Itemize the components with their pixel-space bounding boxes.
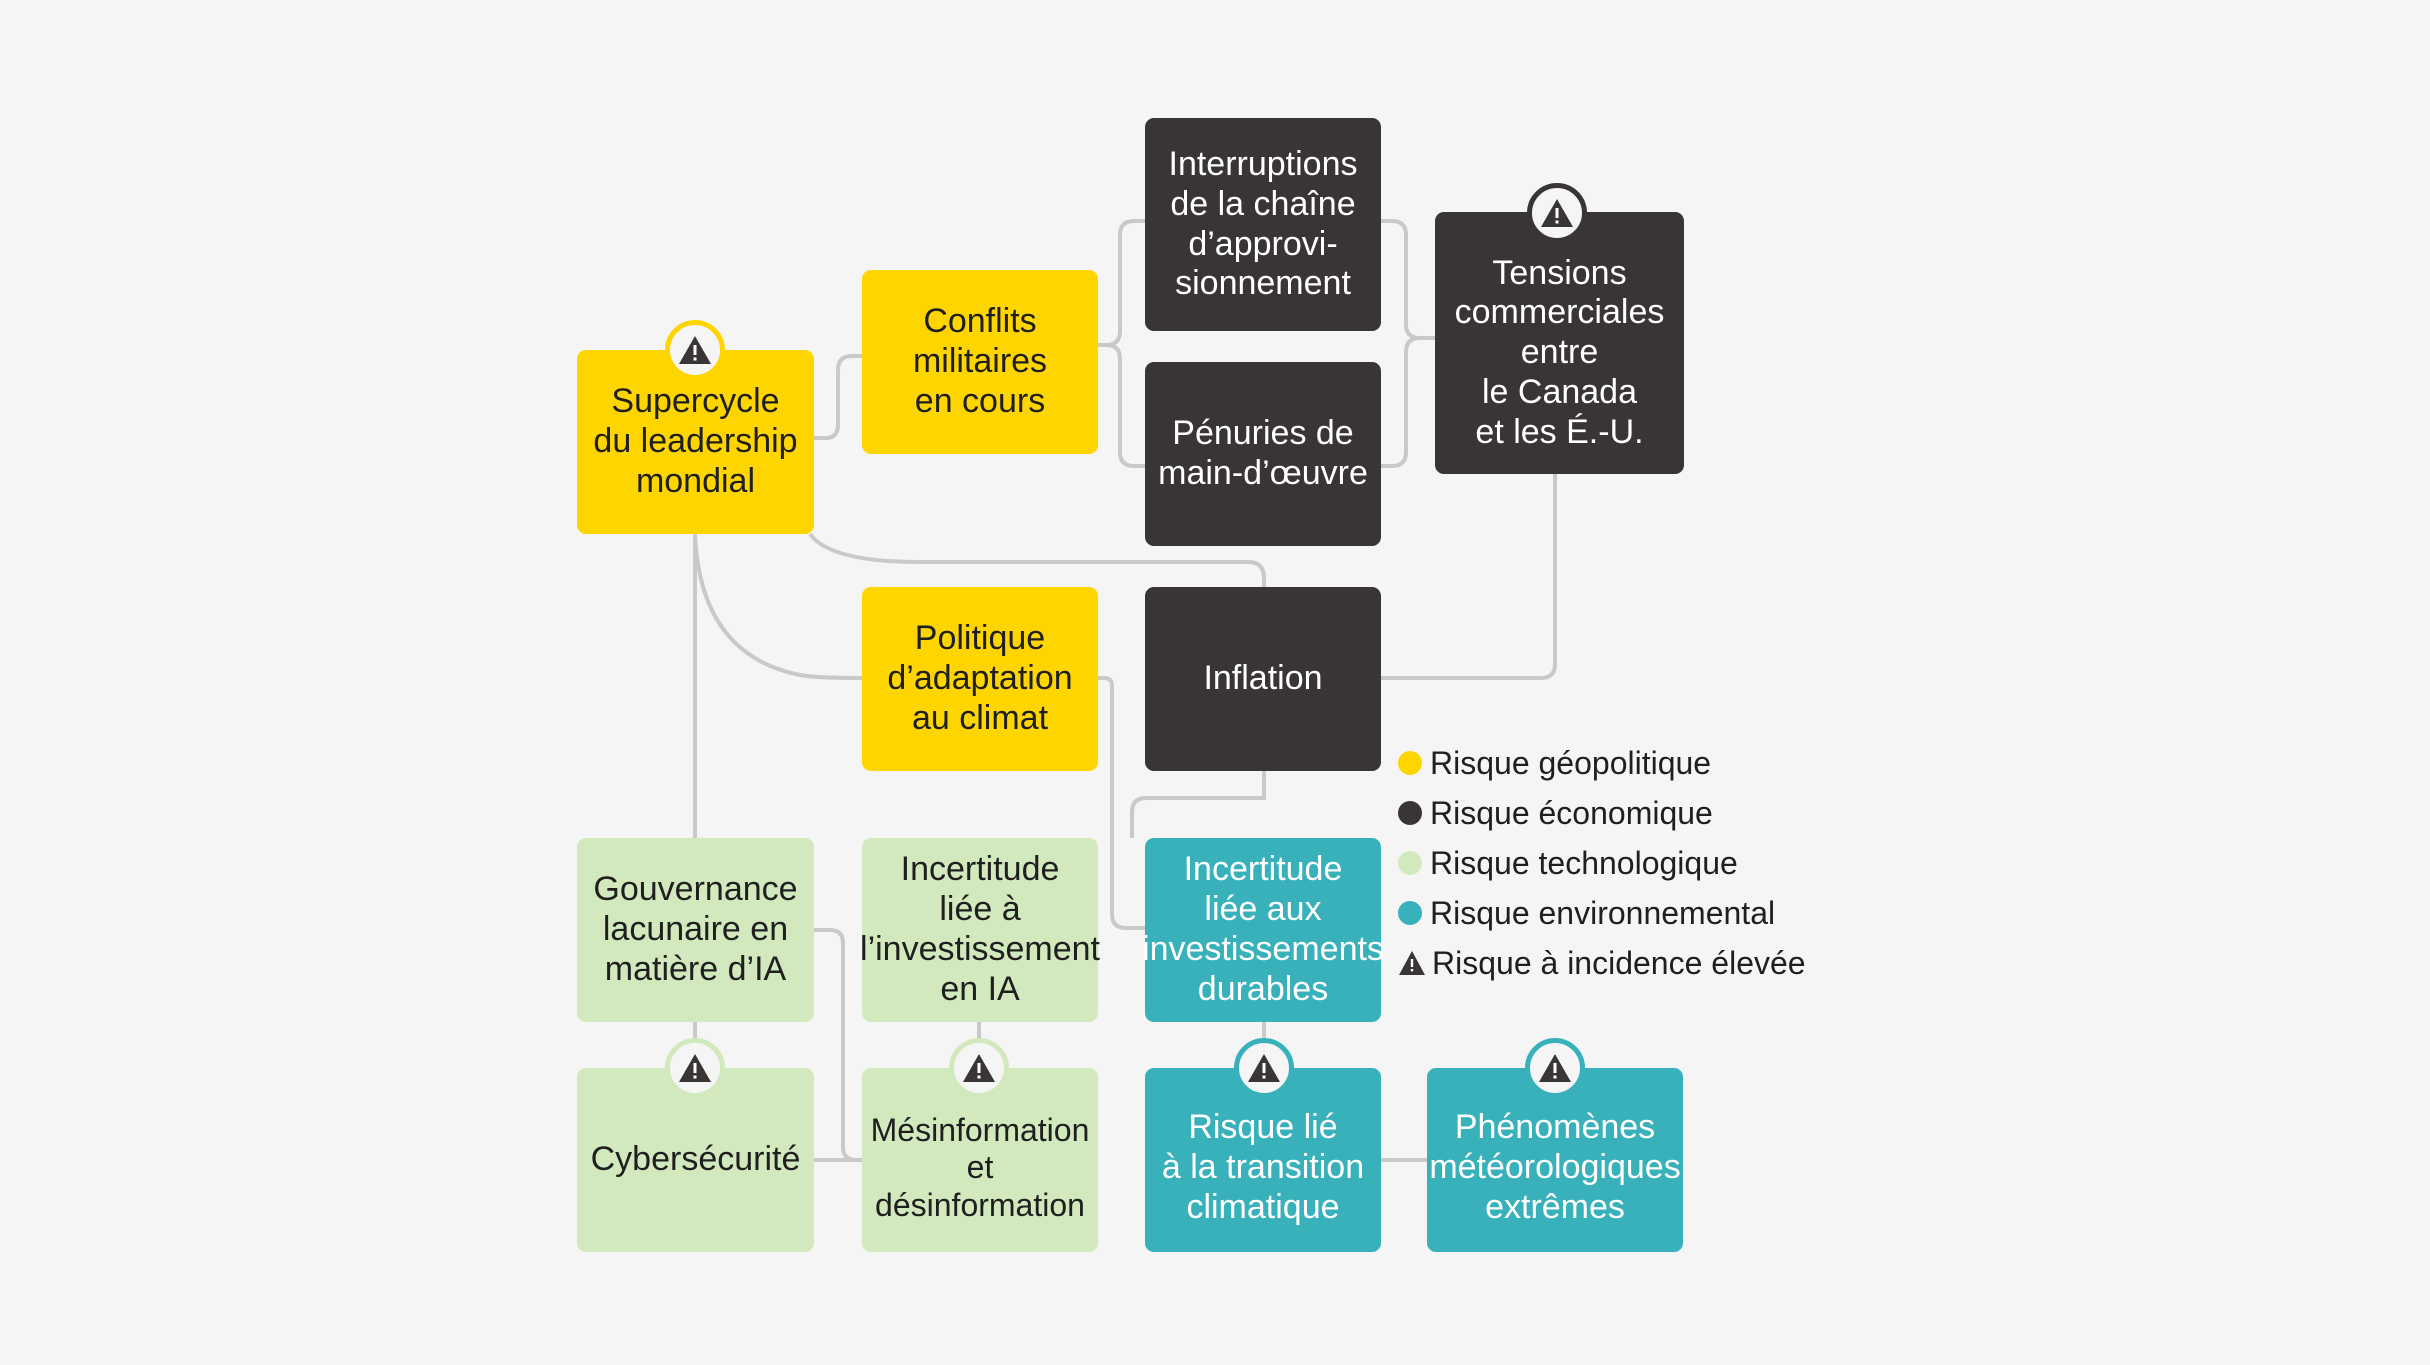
node-extreme-weather: Phénomènes météorologiques extrêmes (1427, 1068, 1683, 1252)
node-labour-label: Pénuries de main-d’œuvre (1158, 414, 1368, 492)
legend-item-geopolitical: Risque géopolitique (1398, 738, 1806, 788)
node-climate-transition: Risque lié à la transition climatique (1145, 1068, 1381, 1252)
legend-item-technological: Risque technologique (1398, 838, 1806, 888)
node-supercycle: Supercycle du leadership mondial (577, 350, 814, 534)
node-supply-chain: Interruptions de la chaîne d’approvi- si… (1145, 118, 1381, 331)
legend-label-geopolitical: Risque géopolitique (1430, 744, 1712, 781)
connector-trade-inflation (1381, 474, 1557, 680)
node-misinformation-label: Mésinformation et désinformation (870, 1111, 1090, 1223)
node-ai-governance-label: Gouvernance lacunaire en matière d’IA (593, 870, 798, 988)
warning-triangle-icon (1527, 183, 1587, 243)
legend-item-high-impact: Risque à incidence élevée (1398, 938, 1806, 988)
node-conflicts-label: Conflits militaires en cours (912, 302, 1048, 420)
legend-item-environmental: Risque environnemental (1398, 888, 1806, 938)
node-misinformation: Mésinformation et désinformation (862, 1068, 1098, 1252)
warning-triangle-icon (1399, 951, 1425, 975)
node-labour: Pénuries de main-d’œuvre (1145, 362, 1381, 546)
connector-labour-trade (1381, 336, 1435, 468)
warning-triangle-icon (665, 1038, 725, 1098)
node-trade-tensions-label: Tensions commerciales entre le Canada et… (1454, 253, 1665, 451)
legend-item-economic: Risque économique (1398, 788, 1806, 838)
legend-dot-environmental (1398, 901, 1422, 925)
node-supply-chain-label: Interruptions de la chaîne d’approvi- si… (1168, 144, 1358, 303)
connector-conflicts-labour (1098, 343, 1145, 468)
warning-triangle-icon (1234, 1038, 1294, 1098)
connector-supply-chain-trade (1381, 219, 1435, 340)
connector-ai-governance-misinformation (814, 928, 862, 1162)
node-supercycle-label: Supercycle du leadership mondial (593, 382, 798, 500)
connector-supercycle-inflation (808, 532, 1266, 587)
node-trade-tensions: Tensions commerciales entre le Canada et… (1435, 212, 1684, 474)
connector-inflation-sustainable (1130, 771, 1266, 838)
legend-dot-geopolitical (1398, 751, 1422, 775)
connector-climate-policy-sustainable (1098, 676, 1145, 930)
node-inflation: Inflation (1145, 587, 1381, 771)
legend-dot-technological (1398, 851, 1422, 875)
node-climate-policy: Politique d’adaptation au climat (862, 587, 1098, 771)
legend-label-environmental: Risque environnemental (1430, 894, 1776, 931)
connector-supercycle-climate-policy (693, 533, 863, 680)
legend: Risque géopolitique Risque économique Ri… (1398, 738, 1806, 988)
connector-conflicts-supply-chain (1098, 219, 1145, 347)
legend-dot-economic (1398, 801, 1422, 825)
legend-label-technological: Risque technologique (1430, 844, 1738, 881)
node-ai-governance: Gouvernance lacunaire en matière d’IA (577, 838, 814, 1022)
node-climate-policy-label: Politique d’adaptation au climat (887, 619, 1073, 737)
node-sustainable-investment-label: Incertitude liée aux investissements dur… (1142, 850, 1384, 1008)
node-cybersecurity-label: Cybersécurité (590, 1140, 801, 1179)
node-ai-investment: Incertitude liée à l’investissement en I… (860, 838, 1100, 1022)
connector-supercycle-conflicts (814, 354, 862, 440)
legend-label-high-impact: Risque à incidence élevée (1432, 944, 1806, 981)
warning-triangle-icon (665, 320, 725, 380)
warning-triangle-icon (1525, 1038, 1585, 1098)
warning-triangle-icon (949, 1038, 1009, 1098)
node-sustainable-investment: Incertitude liée aux investissements dur… (1142, 838, 1384, 1022)
node-extreme-weather-label: Phénomènes météorologiques extrêmes (1429, 1108, 1681, 1226)
node-climate-transition-label: Risque lié à la transition climatique (1161, 1108, 1365, 1226)
node-cybersecurity: Cybersécurité (577, 1068, 814, 1252)
node-ai-investment-label: Incertitude liée à l’investissement en I… (860, 850, 1100, 1008)
node-conflicts: Conflits militaires en cours (862, 270, 1098, 454)
node-inflation-label: Inflation (1203, 659, 1323, 698)
legend-label-economic: Risque économique (1430, 794, 1713, 831)
